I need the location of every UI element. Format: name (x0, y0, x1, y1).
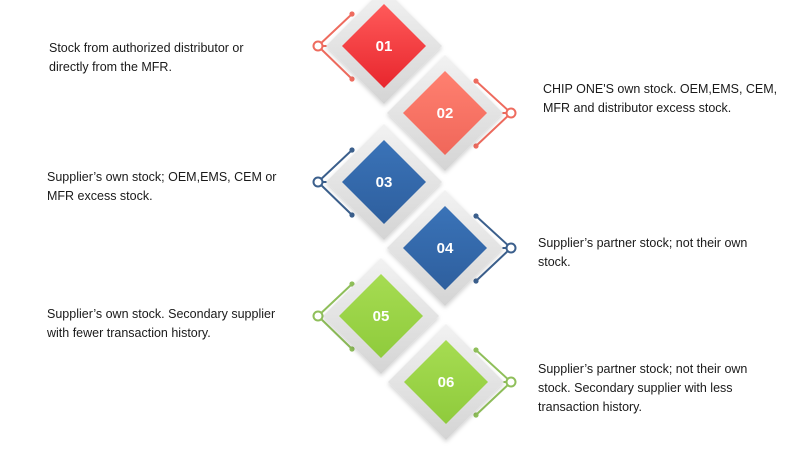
step-03-diamond (342, 140, 426, 224)
connector-end-dot (473, 143, 479, 149)
connector-node (312, 176, 324, 188)
connector-node (505, 107, 517, 119)
step-02-description: CHIP ONE'S own stock. OEM,EMS, CEM, MFR … (543, 82, 778, 115)
connector-end-dot (349, 76, 355, 82)
connector-end-dot (473, 412, 479, 418)
step-03-number: 03 (376, 174, 393, 191)
step-01: 01 (312, 0, 442, 104)
step-01-number: 01 (376, 38, 393, 55)
connector-end-dot (349, 147, 355, 153)
step-04-description: Supplier’s partner stock; not their own … (538, 236, 748, 269)
step-05-description: Supplier’s own stock. Secondary supplier… (47, 307, 276, 340)
step-05-number: 05 (373, 308, 390, 325)
step-01-diamond (342, 4, 426, 88)
step-06-diamond (404, 340, 488, 424)
step-05-connector (312, 281, 355, 352)
step-03: 03 (312, 124, 442, 240)
connector-node (312, 310, 324, 322)
connector-end-dot (473, 347, 479, 353)
connector-end-dot (349, 212, 355, 218)
connector-end-dot (349, 11, 355, 17)
step-05-diamond (339, 274, 423, 358)
step-02: 02 (387, 55, 517, 171)
step-06-connector (473, 347, 517, 418)
step-05: 05 (312, 258, 439, 374)
step-04-number: 04 (437, 240, 454, 257)
step-04: 04 (387, 190, 517, 306)
step-06-description: Supplier’s partner stock; not their own … (538, 362, 748, 414)
step-01-connector (312, 11, 355, 82)
step-02-diamond (403, 71, 487, 155)
connector-end-dot (349, 346, 355, 352)
connector-node (312, 40, 324, 52)
step-06-number: 06 (438, 374, 455, 391)
connector-node (505, 242, 517, 254)
step-03-description: Supplier’s own stock; OEM,EMS, CEM or MF… (47, 170, 277, 203)
step-04-diamond (403, 206, 487, 290)
connector-end-dot (473, 278, 479, 284)
connector-end-dot (473, 213, 479, 219)
connector-end-dot (473, 78, 479, 84)
step-01-description: Stock from authorized distributor or dir… (49, 41, 244, 74)
connector-end-dot (349, 281, 355, 287)
step-06: 06 (388, 324, 517, 440)
step-02-number: 02 (437, 105, 454, 122)
connector-node (505, 376, 517, 388)
